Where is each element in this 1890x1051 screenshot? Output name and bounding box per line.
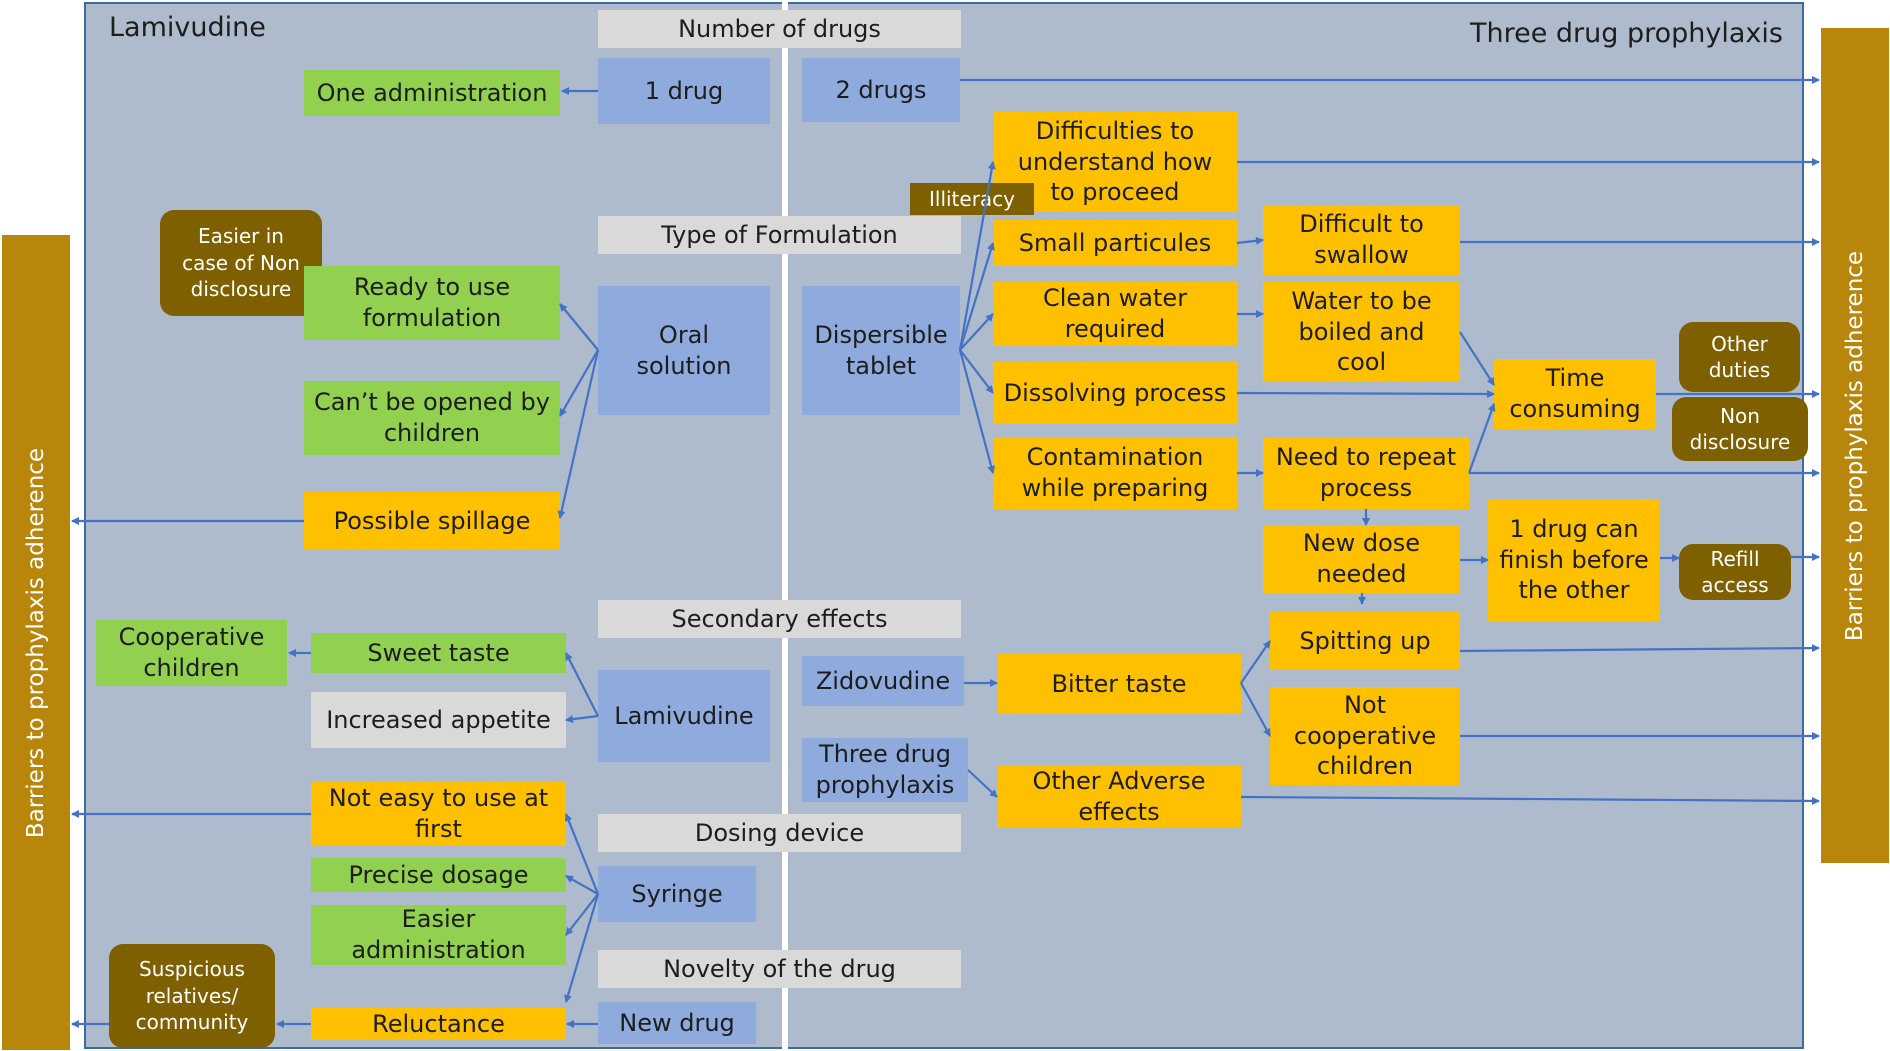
header-novelty-of-drug: Novelty of the drug xyxy=(598,950,961,988)
node-suspicious-relatives: Suspicious relatives/ community xyxy=(109,944,275,1048)
header-number-of-drugs: Number of drugs xyxy=(598,10,961,48)
barrier-bar-right: Barriers to prophylaxis adherence xyxy=(1821,28,1889,863)
barrier-label-right: Barriers to prophylaxis adherence xyxy=(1842,250,1868,641)
node-refill-access: Refill access xyxy=(1679,544,1791,600)
node-time-consuming: Time consuming xyxy=(1494,359,1656,429)
node-spitting-up: Spitting up xyxy=(1270,612,1460,670)
node-cant-be-opened: Can’t be opened by children xyxy=(304,381,560,455)
node-oral-solution: Oral solution xyxy=(598,286,770,415)
node-one-drug: 1 drug xyxy=(598,58,770,124)
node-easier-non-disclosure: Easier in case of Non disclosure xyxy=(160,210,322,316)
barrier-bar-left: Barriers to prophylaxis adherence xyxy=(2,235,70,1050)
node-bitter-taste: Bitter taste xyxy=(997,654,1241,714)
node-sweet-taste: Sweet taste xyxy=(311,633,566,673)
header-secondary-effects: Secondary effects xyxy=(598,600,961,638)
node-need-to-repeat: Need to repeat process xyxy=(1263,437,1469,509)
node-not-easy-to-use: Not easy to use at first xyxy=(311,782,566,846)
panel-divider xyxy=(782,2,788,1049)
node-new-dose-needed: New dose needed xyxy=(1263,525,1460,593)
node-easier-administration: Easier administration xyxy=(311,905,566,965)
node-contamination: Contamination while preparing xyxy=(993,437,1237,509)
node-reluctance: Reluctance xyxy=(311,1008,566,1040)
node-increased-appetite: Increased appetite xyxy=(311,692,566,748)
node-other-duties: Other duties xyxy=(1679,322,1800,392)
node-cooperative-children: Cooperative children xyxy=(96,620,287,686)
node-clean-water: Clean water required xyxy=(993,282,1237,346)
three-drug-title: Three drug prophylaxis xyxy=(1470,18,1783,49)
node-illiteracy: Illiteracy xyxy=(910,183,1034,215)
node-one-administration: One administration xyxy=(304,70,560,116)
node-water-boiled: Water to be boiled and cool xyxy=(1263,282,1460,382)
node-lamivudine-effect: Lamivudine xyxy=(598,670,770,762)
node-syringe: Syringe xyxy=(598,866,756,922)
node-ready-to-use: Ready to use formulation xyxy=(304,266,560,340)
node-three-drug-prophylaxis: Three drug prophylaxis xyxy=(802,738,968,802)
node-non-disclosure: Non disclosure xyxy=(1672,397,1808,461)
node-zidovudine: Zidovudine xyxy=(802,656,964,706)
node-possible-spillage: Possible spillage xyxy=(304,492,560,550)
node-two-drugs: 2 drugs xyxy=(802,58,960,122)
node-dissolving-process: Dissolving process xyxy=(993,362,1237,424)
header-dosing-device: Dosing device xyxy=(598,814,961,852)
node-precise-dosage: Precise dosage xyxy=(311,858,566,892)
node-new-drug: New drug xyxy=(598,1002,756,1044)
node-not-cooperative-children: Not cooperative children xyxy=(1270,687,1460,785)
node-small-particules: Small particules xyxy=(993,220,1237,266)
node-other-adverse-effects: Other Adverse effects xyxy=(997,766,1241,828)
barrier-label-left: Barriers to prophylaxis adherence xyxy=(23,447,49,838)
lamivudine-title: Lamivudine xyxy=(109,12,266,43)
node-dispersible-tablet: Dispersible tablet xyxy=(802,286,960,415)
header-type-of-formulation: Type of Formulation xyxy=(598,216,961,254)
node-one-drug-finish: 1 drug can finish before the other xyxy=(1488,499,1660,621)
node-difficult-to-swallow: Difficult to swallow xyxy=(1263,205,1460,275)
